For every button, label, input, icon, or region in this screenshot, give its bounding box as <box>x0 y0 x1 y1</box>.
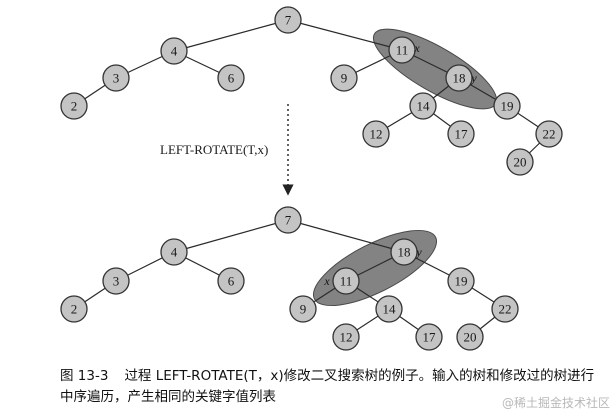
rotation-highlight-ellipse <box>312 229 438 307</box>
node-key-label: 20 <box>514 155 527 170</box>
tree-node <box>447 120 475 148</box>
figure-number: 图 13-3 <box>60 368 109 384</box>
tree-node <box>456 323 484 351</box>
tree-before-rotation: 7 4 3 6 2 11 x 9 18 y 14 19 12 17 22 20 <box>60 6 563 176</box>
tree-node <box>274 6 302 34</box>
tree-node <box>388 36 416 64</box>
node-marker-y: y <box>470 71 477 85</box>
tree-edge <box>173 219 289 253</box>
tree-node <box>217 64 245 92</box>
tree-node <box>415 323 443 351</box>
node-key-label: 9 <box>300 302 307 317</box>
tree-edge <box>287 19 403 51</box>
node-key-label: 19 <box>455 274 468 289</box>
node-key-label: 2 <box>71 302 78 317</box>
node-key-label: 20 <box>464 330 477 345</box>
caption-text: 过程 LEFT-ROTATE(T，x)修改二叉搜索树的例子。输入的树和修改过的树… <box>60 368 595 405</box>
tree-node <box>390 238 418 266</box>
node-key-label: 6 <box>228 71 235 86</box>
node-key-label: 12 <box>340 330 353 345</box>
tree-node <box>375 295 403 323</box>
tree-node <box>445 64 473 92</box>
tree-node <box>330 64 358 92</box>
tree-node <box>332 267 360 295</box>
node-key-label: 11 <box>396 43 409 58</box>
tree-node <box>160 37 188 65</box>
node-key-label: 7 <box>285 13 292 28</box>
node-key-label: 3 <box>113 274 120 289</box>
node-key-label: 9 <box>341 71 348 86</box>
node-key-label: 18 <box>453 71 466 86</box>
node-key-label: 19 <box>501 99 514 114</box>
node-key-label: 22 <box>543 127 556 142</box>
node-marker-x: x <box>323 274 330 288</box>
node-key-label: 14 <box>383 302 397 317</box>
tree-node <box>102 267 130 295</box>
tree-edge <box>287 219 405 253</box>
operation-label: LEFT-ROTATE(T,x) <box>160 142 269 157</box>
tree-node <box>409 92 437 120</box>
tree-node <box>447 267 475 295</box>
tree-node <box>506 148 534 176</box>
tree-node <box>362 120 390 148</box>
tree-node <box>289 295 317 323</box>
node-key-label: 6 <box>228 274 235 289</box>
node-key-label: 17 <box>455 127 469 142</box>
tree-node <box>332 323 360 351</box>
node-key-label: 11 <box>340 274 353 289</box>
watermark: @稀土掘金技术社区 <box>501 396 610 410</box>
node-key-label: 18 <box>398 245 411 260</box>
tree-node <box>274 206 302 234</box>
node-marker-y: y <box>415 245 422 259</box>
node-key-label: 7 <box>285 213 292 228</box>
tree-after-rotation: 7 4 3 6 2 18 y 11 x 19 9 14 22 12 17 20 <box>60 206 519 351</box>
tree-node <box>491 295 519 323</box>
node-key-label: 12 <box>370 127 383 142</box>
node-marker-x: x <box>413 41 420 55</box>
tree-node <box>493 92 521 120</box>
node-key-label: 4 <box>171 245 178 260</box>
tree-node <box>535 120 563 148</box>
node-key-label: 2 <box>71 99 78 114</box>
node-key-label: 4 <box>171 44 178 59</box>
node-key-label: 17 <box>423 330 437 345</box>
tree-node <box>60 295 88 323</box>
tree-node <box>60 92 88 120</box>
tree-edge <box>173 19 289 52</box>
node-key-label: 3 <box>113 71 120 86</box>
tree-node <box>102 64 130 92</box>
tree-node <box>160 238 188 266</box>
node-key-label: 22 <box>499 302 512 317</box>
tree-node <box>217 267 245 295</box>
node-key-label: 14 <box>417 99 431 114</box>
